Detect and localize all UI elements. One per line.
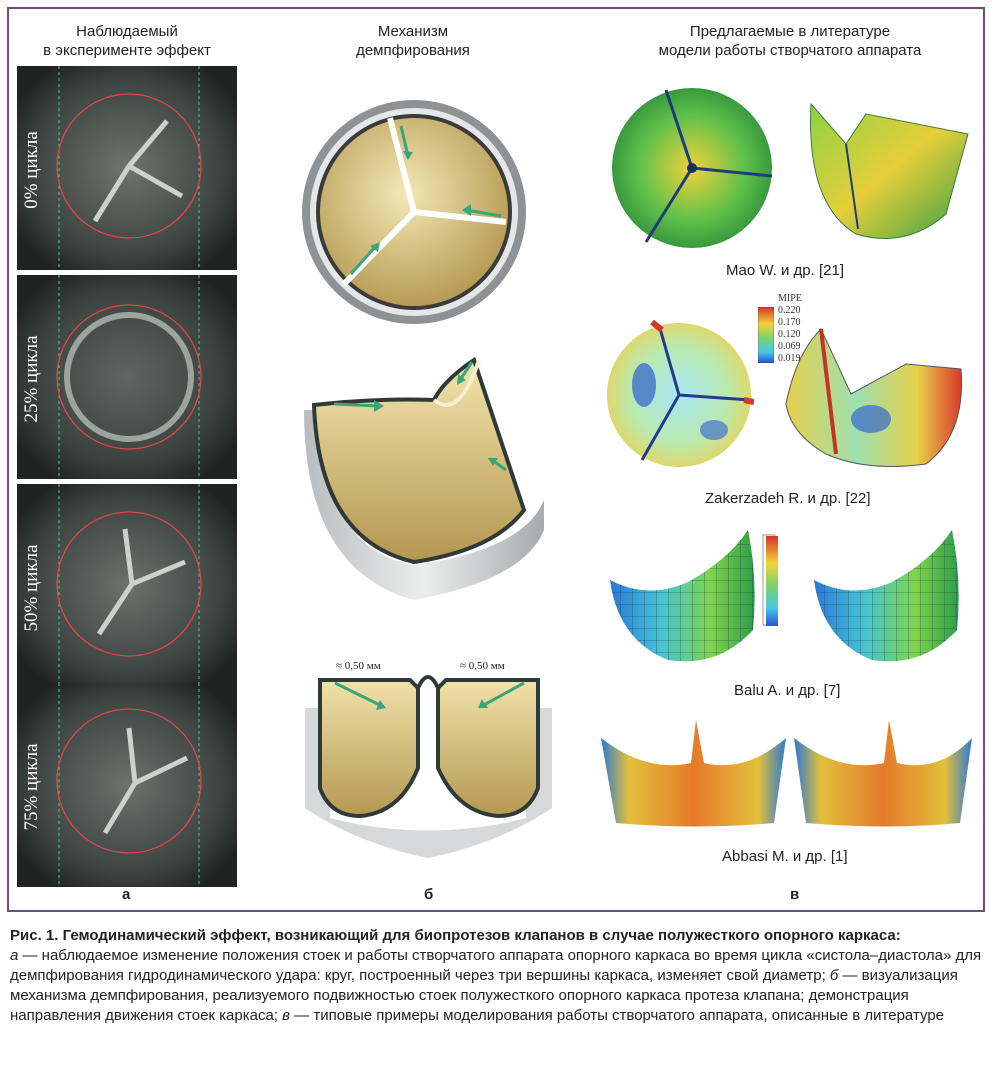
valve-front-view xyxy=(305,675,552,858)
header-c: Предлагаемые в литературе модели работы … xyxy=(620,22,960,60)
caption-body: а — наблюдаемое изменение положения стое… xyxy=(10,946,986,1026)
header-b: Механизм демпфирования xyxy=(318,22,508,60)
header-a: Наблюдаемый в эксперименте эффект xyxy=(27,22,227,60)
model-4-abbasi xyxy=(601,720,972,827)
model-3-caption: Balu A. и др. [7] xyxy=(734,682,841,699)
strip-3-image xyxy=(17,683,237,887)
header-a-line1: Наблюдаемый xyxy=(76,23,178,40)
strip-2-label: 50% цикла xyxy=(21,544,42,632)
strip-3: 75% цикла xyxy=(17,683,237,887)
column-label-b: б xyxy=(424,886,434,903)
header-c-line1: Предлагаемые в литературе xyxy=(689,23,891,40)
mipe-tick-4: 0.019 xyxy=(778,353,801,364)
figure-caption: Рис. 1. Гемодинамический эффект, возника… xyxy=(10,926,986,1026)
column-label-a: а xyxy=(122,886,131,903)
mipe-tick-2: 0.120 xyxy=(778,329,801,340)
header-a-line2: в эксперименте эффект xyxy=(43,42,211,59)
caption-text-a: — наблюдаемое изменение положения стоек … xyxy=(10,947,982,984)
model-3-balu xyxy=(610,530,959,662)
strip-3-label: 75% цикла xyxy=(21,743,42,831)
model-3-colorbar xyxy=(766,536,778,626)
model-1-caption: Mao W. и др. [21] xyxy=(726,262,845,279)
caption-text-b: — визуализация механизма демпфирования, … xyxy=(10,967,958,1024)
mipe-tick-0: 0.220 xyxy=(778,305,801,316)
caption-title: Рис. 1. Гемодинамический эффект, возника… xyxy=(10,927,901,944)
model-2-caption: Zakerzadeh R. и др. [22] xyxy=(705,490,871,507)
valve-top-view xyxy=(302,100,526,324)
column-label-c: в xyxy=(790,886,800,903)
model-2-zakerzadeh xyxy=(607,320,754,467)
header-b-line1: Механизм xyxy=(377,23,449,40)
strip-1: 25% цикла xyxy=(17,275,237,479)
caption-letter-a: а xyxy=(10,947,19,964)
mipe-tick-3: 0.069 xyxy=(778,341,801,352)
strip-2-image xyxy=(17,484,237,688)
annotation-right-mm: ≈ 0,50 мм xyxy=(460,660,505,672)
model-4-caption: Abbasi M. и др. [1] xyxy=(722,848,848,865)
mipe-tick-1: 0.170 xyxy=(778,317,801,328)
strip-2: 50% цикла xyxy=(17,484,237,688)
strip-1-image xyxy=(17,275,237,479)
caption-text-c: — типовые примеры моделирования работы с… xyxy=(289,1007,945,1024)
strip-0: 0% цикла xyxy=(17,66,237,270)
valve-side-view xyxy=(304,356,544,600)
model-2-side xyxy=(785,328,963,467)
mipe-title: MIPE xyxy=(778,293,802,304)
model-1-mao xyxy=(612,88,969,248)
mipe-colorbar xyxy=(758,307,774,363)
strip-0-image xyxy=(17,66,237,270)
strip-1-label: 25% цикла xyxy=(21,335,42,423)
annotation-left-mm: ≈ 0,50 мм xyxy=(336,660,381,672)
caption-letter-b: б xyxy=(829,967,839,984)
header-c-line2: модели работы створчатого аппарата xyxy=(658,42,922,59)
header-b-line2: демпфирования xyxy=(356,42,470,59)
strip-0-label: 0% цикла xyxy=(21,131,42,209)
caption-letter-c: в xyxy=(282,1007,290,1024)
